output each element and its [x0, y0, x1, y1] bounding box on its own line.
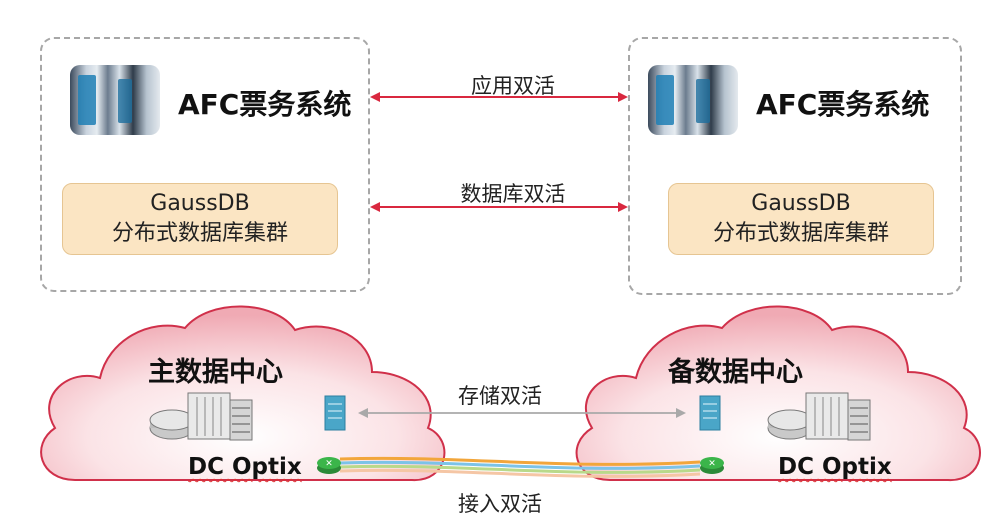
left-system-box: AFC票务系统 GaussDB 分布式数据库集群 [40, 37, 370, 292]
app-link-label: 应用双活 [471, 74, 555, 98]
primary-server-rack-icon [187, 392, 253, 441]
primary-dc-network-label: DC Optix [188, 454, 302, 480]
right-gate-photo [648, 65, 738, 135]
right-db-cluster-box: GaussDB 分布式数据库集群 [668, 183, 934, 255]
access-fiber-bundle [339, 456, 701, 478]
right-system-box: AFC票务系统 GaussDB 分布式数据库集群 [628, 37, 962, 295]
right-db-description: 分布式数据库集群 [712, 221, 889, 246]
left-gate-photo [70, 65, 160, 135]
primary-router-icon: ✕ [317, 457, 341, 474]
primary-dc-title: 主数据中心 [148, 357, 283, 388]
backup-server-rack-icon [805, 392, 871, 441]
storage-link-label: 存储双活 [458, 384, 542, 408]
svg-text:✕: ✕ [325, 459, 333, 469]
svg-text:✕: ✕ [708, 459, 716, 469]
right-db-name: GaussDB [751, 191, 851, 216]
left-system-title: AFC票务系统 [178, 88, 352, 121]
backup-storage-icon [699, 395, 721, 431]
backup-dc-title: 备数据中心 [668, 357, 803, 388]
access-link-label: 接入双活 [458, 492, 542, 516]
backup-router-icon: ✕ [700, 457, 724, 474]
backup-core-router-icon [767, 409, 813, 440]
left-db-name: GaussDB [150, 191, 250, 216]
database-link-label: 数据库双活 [460, 182, 566, 206]
backup-dc-network-label: DC Optix [778, 454, 892, 480]
primary-core-router-icon [149, 409, 195, 440]
right-system-title: AFC票务系统 [756, 88, 930, 121]
left-db-cluster-box: GaussDB 分布式数据库集群 [62, 183, 338, 255]
primary-storage-icon [324, 395, 346, 431]
primary-dc-cloud [40, 305, 446, 482]
left-db-description: 分布式数据库集群 [111, 221, 288, 246]
